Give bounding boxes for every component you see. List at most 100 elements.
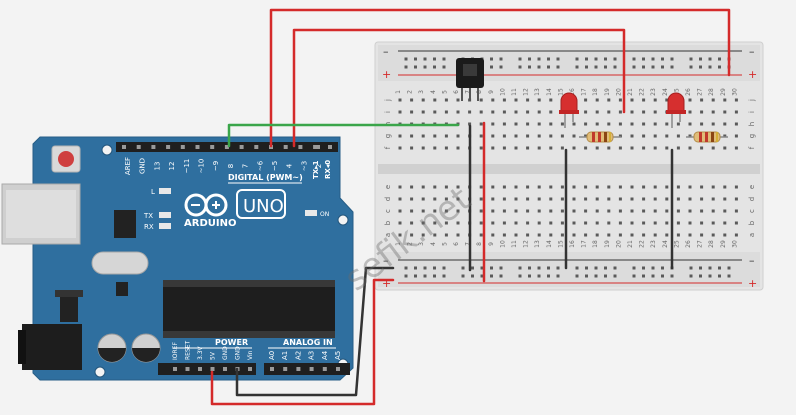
column-number: 27 [697,88,704,96]
digital-pin-label: 13 [153,162,161,171]
column-number: 10 [499,88,506,96]
column-number: 10 [499,240,506,248]
rail-minus-bottom-right: – [749,254,755,267]
column-number: 22 [639,88,646,96]
column-number: 3 [418,90,425,94]
resistor-2[interactable] [686,131,728,143]
column-number: 4 [430,90,437,94]
column-number: 29 [720,240,727,248]
power-label: POWER [215,338,248,347]
digital-pin-label: ~6 [256,160,264,171]
digital-pin-label: 12 [168,162,176,171]
column-number: 16 [569,240,576,248]
column-number: 30 [731,88,738,96]
digital-pin-label: 2 [315,164,323,168]
wire-5v-rail[interactable] [210,278,395,406]
led-tx-label: TX [143,212,153,220]
column-number: 28 [708,88,715,96]
column-number: 21 [627,88,634,96]
wire-pin3-to-led1[interactable] [292,28,626,148]
digital-pin-label: 7 [242,164,250,168]
digital-pin-label: ~5 [271,161,279,171]
column-number: 17 [581,88,588,96]
power-pin-label: 5V [210,351,217,360]
column-number: 11 [511,240,518,248]
rail-minus-top-left: – [383,45,389,58]
led-l-label: L [151,188,155,196]
power-pin-label: Vin [247,350,254,360]
row-letter: b [748,220,756,225]
crystal-oscillator [91,251,149,275]
row-letter: d [748,197,756,201]
column-number: 2 [407,90,414,94]
led-1[interactable] [559,92,579,128]
analog-pin-label: A3 [308,351,316,360]
column-number: 13 [534,240,541,248]
arduino-uno-board: ARDUINO UNO DIGITAL (PWM~) TX▸1 RX◂0 L T… [1,136,354,381]
column-number: 20 [615,240,622,248]
analog-pin-label: A0 [268,351,276,360]
digital-pin-label: 4 [286,163,294,168]
digital-pin-label: ~9 [212,161,220,171]
column-number: 9 [488,90,495,94]
column-number: 15 [557,240,564,248]
led-l [159,188,171,194]
power-pin-label: IOREF [172,342,179,360]
column-number: 16 [569,88,576,96]
digital-pin-label: ~10 [198,159,206,174]
tx1-label: TX▸1 [312,160,320,179]
column-number: 17 [581,240,588,248]
column-number: 18 [592,240,599,248]
column-number: 9 [488,242,495,246]
row-letter: f [748,146,756,149]
digital-pin-label: ~11 [183,159,191,174]
rail-plus-bottom-right: + [748,277,757,290]
analog-pin-label: A2 [294,351,302,360]
rail-minus-top-right: – [749,45,755,58]
dc-power-jack [22,324,82,370]
analog-in-label: ANALOG IN [283,338,333,347]
column-number: 23 [650,240,657,248]
column-number: 7 [465,242,472,246]
column-number: 26 [685,88,692,96]
column-number: 25 [673,240,680,248]
breadboard: – + – + – + – + 112233445566778899101011… [374,41,764,291]
led-rx [159,223,171,229]
wire-gnd-rail[interactable] [235,266,395,397]
analog-pin-label: A4 [321,350,329,360]
column-number: 1 [395,90,402,94]
column-number: 14 [546,240,553,248]
rail-plus-top-right: + [748,68,757,81]
column-number: 8 [476,242,483,246]
analog-pin-label: A5 [334,351,342,360]
column-number: 26 [685,240,692,248]
rail-minus-bottom-left: – [383,254,389,267]
usb-chip [114,210,136,238]
column-number: 25 [673,88,680,96]
column-number: 13 [534,88,541,96]
column-number: 3 [418,242,425,246]
column-number: 27 [697,240,704,248]
column-number: 19 [604,240,611,248]
rail-plus-top-left: + [382,68,391,81]
resistor-1[interactable] [579,131,621,143]
reset-button-cap[interactable] [58,151,74,167]
led-on [305,210,317,216]
wire-pin5-to-led2[interactable] [269,8,731,148]
digital-pin-label: ~3 [300,161,308,171]
led-rx-label: RX [144,223,154,231]
column-number: 19 [604,88,611,96]
rail-plus-bottom-left: + [382,277,391,290]
temperature-sensor[interactable] [456,58,484,101]
row-letter: g [748,134,756,138]
arduino-logo-icon [184,193,228,217]
arduino-model: UNO [243,196,284,217]
atmega-chip [163,287,335,331]
power-header [158,363,256,375]
digital-pin-label: 8 [227,164,235,168]
column-number: 15 [557,88,564,96]
led-2[interactable] [666,92,686,128]
row-letter: d [384,197,392,201]
wire-pin8-to-sensor[interactable] [227,123,460,148]
row-letter: c [748,209,756,213]
